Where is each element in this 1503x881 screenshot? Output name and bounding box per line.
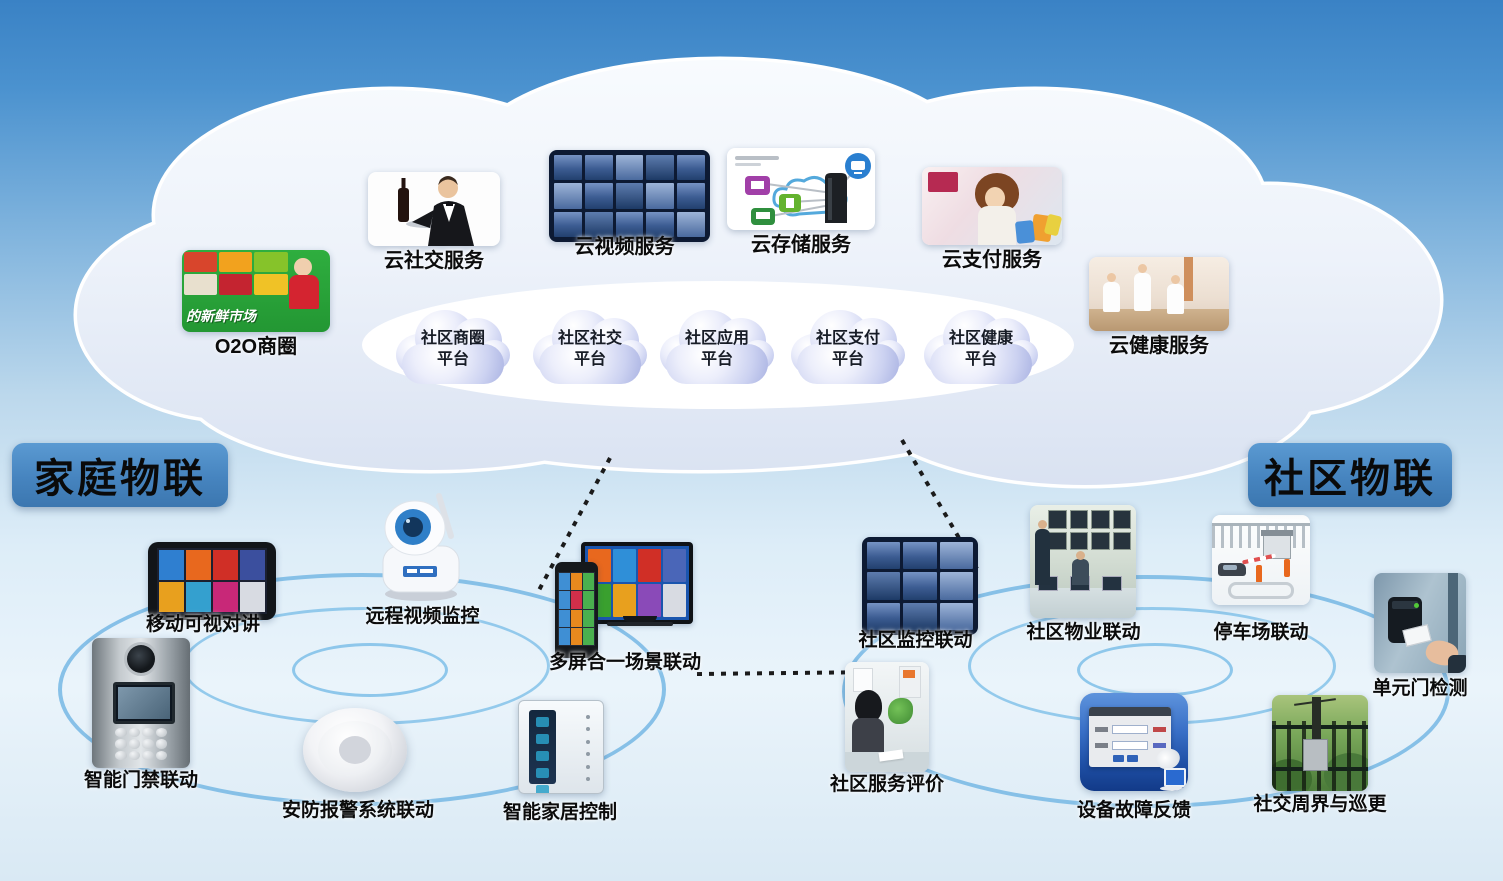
parking-photo	[1212, 515, 1310, 605]
platform-bubble-health: 社区健康平台	[924, 308, 1038, 388]
service-rating-label: 社区服务评价	[829, 774, 944, 795]
bubble-line1: 社区支付	[815, 330, 880, 348]
smart-tv-icon	[581, 542, 693, 624]
community-wall-photo	[862, 537, 978, 635]
community-iot-title: 社区物联	[1248, 443, 1452, 507]
bubble-line2: 平台	[831, 351, 864, 368]
unit-door-label: 单元门检测	[1372, 678, 1468, 699]
nurse-icon	[1103, 273, 1120, 313]
cloud-payment-label: 云支付服务	[942, 249, 1042, 271]
door-screen-icon	[113, 682, 175, 724]
wall-monitors-icon	[1048, 510, 1131, 550]
o2o-label: O2O商圈	[214, 336, 298, 358]
receptionist-icon	[855, 690, 882, 722]
control-room-photo	[1030, 505, 1136, 618]
smart-home-label: 智能家居控制	[502, 802, 617, 823]
storage-icon	[735, 153, 871, 225]
storage-photo	[727, 148, 875, 230]
bubble-line2: 平台	[436, 351, 469, 368]
platform-bubble-social: 社区社交平台	[533, 308, 647, 388]
panel-buttons-icon	[529, 710, 556, 793]
bubble-line2: 平台	[700, 351, 733, 368]
bubble-line1: 社区社交	[557, 330, 622, 348]
door-camera-icon	[127, 645, 155, 673]
bubble-line2: 平台	[573, 351, 606, 368]
plant-icon	[888, 698, 913, 724]
multiscreen-photo	[555, 542, 693, 658]
platform-bubble-app: 社区应用平台	[660, 308, 774, 388]
monitor-grid-icon	[867, 542, 973, 630]
parking-label: 停车场联动	[1213, 622, 1309, 643]
o2o-market-photo: 的新鲜市场	[182, 250, 330, 332]
cloud-social-label: 云社交服务	[384, 250, 484, 272]
service-desk-photo	[845, 662, 929, 772]
bubble-line2: 平台	[964, 351, 997, 368]
bubble-line1: 社区应用	[684, 330, 749, 348]
barrier-arm-icon	[1241, 553, 1277, 565]
multiscreen-label: 多屏合一场景联动	[548, 652, 701, 673]
intercom-tablet-photo	[148, 542, 276, 620]
waiter-icon	[398, 176, 474, 246]
property-linkage-label: 社区物业联动	[1026, 622, 1141, 643]
tile-screen-icon	[157, 548, 267, 614]
car-icon	[1218, 563, 1246, 576]
monitor-icon	[1164, 768, 1186, 787]
guard-icon	[1035, 520, 1050, 585]
mobile-intercom-label: 移动可视对讲	[145, 614, 260, 635]
connector-cloud-to-community	[900, 438, 982, 576]
produce-grid-icon	[182, 250, 290, 297]
home-ring-outer	[58, 573, 666, 806]
wall-panel-photo	[518, 700, 604, 794]
cloud-health-label: 云健康服务	[1109, 335, 1209, 357]
cloud-storage-label: 云存储服务	[751, 234, 851, 256]
keypad-icon	[115, 728, 167, 760]
home-ring-inner	[292, 643, 448, 697]
bubble-line1: 社区健康	[948, 330, 1013, 348]
perimeter-patrol-label: 社交周界与巡更	[1253, 794, 1387, 815]
alarm-siren-photo	[303, 708, 407, 792]
smartphone-icon	[555, 562, 598, 658]
home-iot-title: 家庭物联	[12, 443, 228, 507]
community-ring-outer	[842, 575, 1450, 808]
patrol-pole-icon	[1312, 697, 1321, 741]
bubble-line1: 社区商圈	[420, 330, 485, 348]
monitor-grid-icon	[554, 155, 705, 237]
fault-feedback-label: 设备故障反馈	[1076, 800, 1191, 821]
alarm-system-label: 安防报警系统联动	[281, 800, 434, 821]
shopper-photo	[922, 167, 1062, 245]
community-monitor-label: 社区监控联动	[858, 630, 973, 651]
platform-bubble-payment: 社区支付平台	[791, 308, 905, 388]
fault-ui-photo	[1080, 693, 1188, 791]
operator-icon	[1072, 551, 1089, 585]
health-photo	[1089, 257, 1229, 331]
ip-camera-icon	[382, 493, 460, 601]
waiter-photo	[368, 172, 500, 246]
door-station-photo	[92, 638, 190, 768]
remote-camera-label: 远程视频监控	[365, 606, 480, 627]
video-wall-photo	[549, 150, 710, 242]
market-slogan: 的新鲜市场	[186, 308, 256, 324]
cloud-video-label: 云视频服务	[574, 236, 675, 258]
clerk-icon	[294, 258, 313, 277]
door-access-label: 智能门禁联动	[83, 770, 198, 791]
connector-cloud-to-home	[536, 457, 612, 593]
ip-camera-photo	[375, 490, 467, 602]
platform-bubble-business: 社区商圈平台	[396, 308, 510, 388]
fence-photo	[1272, 695, 1368, 791]
card-reader-photo	[1374, 573, 1466, 673]
